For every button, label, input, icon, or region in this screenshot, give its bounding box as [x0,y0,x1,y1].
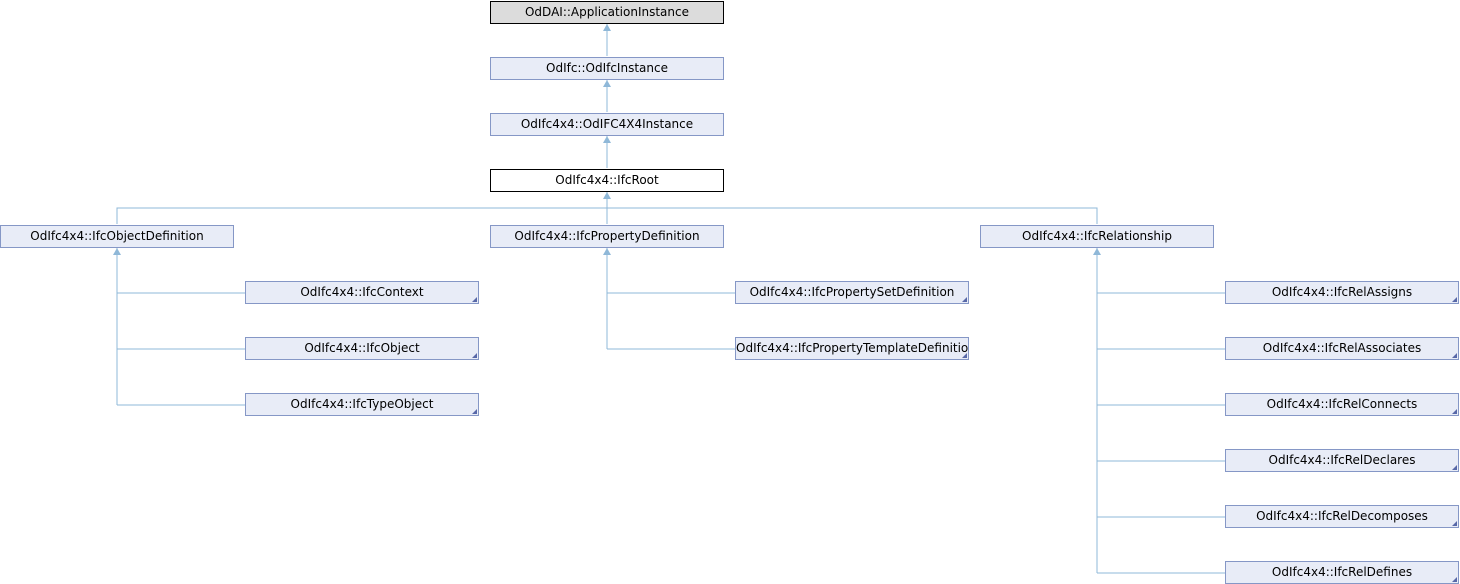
arrowhead-4x4instance [603,136,611,143]
node-ifc-rel-defines[interactable]: OdIfc4x4::IfcRelDefines [1225,561,1459,584]
arrowhead-instance [603,80,611,87]
node-label: OdIfc4x4::IfcTypeObject [290,397,434,411]
node-ifc-rel-associates[interactable]: OdIfc4x4::IfcRelAssociates [1225,337,1459,360]
node-label: OdIfc4x4::IfcRelationship [1022,229,1172,243]
node-label: OdIfc4x4::IfcObject [304,341,420,355]
expand-corner-icon [1452,521,1457,526]
node-ifc-type-object[interactable]: OdIfc4x4::IfcTypeObject [245,393,479,416]
node-ifc-property-template-definition[interactable]: OdIfc4x4::IfcPropertyTemplateDefinition [735,337,969,360]
node-label: OdIfc4x4::IfcRoot [555,173,659,187]
expand-corner-icon [472,409,477,414]
node-ifc-root: OdIfc4x4::IfcRoot [490,169,724,192]
node-odifc-instance[interactable]: OdIfc::OdIfcInstance [490,57,724,80]
arrowhead-propdef [603,248,611,255]
node-ifc-object-definition[interactable]: OdIfc4x4::IfcObjectDefinition [0,225,234,248]
arrowhead-rel [1093,248,1101,255]
arrowhead-objdef [113,248,121,255]
node-odifc4x4-instance[interactable]: OdIfc4x4::OdIFC4X4Instance [490,113,724,136]
node-ifc-rel-assigns[interactable]: OdIfc4x4::IfcRelAssigns [1225,281,1459,304]
expand-corner-icon [1452,577,1457,582]
node-ifc-rel-connects[interactable]: OdIfc4x4::IfcRelConnects [1225,393,1459,416]
node-ifc-property-set-definition[interactable]: OdIfc4x4::IfcPropertySetDefinition [735,281,969,304]
expand-corner-icon [1452,353,1457,358]
expand-corner-icon [1452,465,1457,470]
node-label: OdIfc::OdIfcInstance [546,61,668,75]
node-label: OdIfc4x4::IfcObjectDefinition [30,229,204,243]
arrowhead-root [603,192,611,199]
node-ifc-property-definition[interactable]: OdIfc4x4::IfcPropertyDefinition [490,225,724,248]
expand-corner-icon [472,353,477,358]
expand-corner-icon [472,297,477,302]
node-label: OdIfc4x4::IfcRelAssociates [1262,341,1422,355]
node-ifc-context[interactable]: OdIfc4x4::IfcContext [245,281,479,304]
arrowhead-appinstance [603,24,611,31]
node-label: OdIfc4x4::IfcRelConnects [1266,397,1418,411]
node-label: OdIfc4x4::IfcRelAssigns [1271,285,1413,299]
node-label: OdIfc4x4::IfcContext [300,285,424,299]
node-label: OdIfc4x4::IfcRelDefines [1271,565,1413,579]
node-label: OdIfc4x4::IfcPropertyTemplateDefinition [736,341,969,355]
node-ifc-relationship[interactable]: OdIfc4x4::IfcRelationship [980,225,1214,248]
node-label: OdIfc4x4::IfcPropertyDefinition [514,229,700,243]
node-label: OdIfc4x4::IfcPropertySetDefinition [749,285,955,299]
node-ifc-object[interactable]: OdIfc4x4::IfcObject [245,337,479,360]
expand-corner-icon [962,297,967,302]
node-label: OdIfc4x4::IfcRelDeclares [1268,453,1416,467]
expand-corner-icon [962,353,967,358]
node-label: OdIfc4x4::IfcRelDecomposes [1256,509,1428,523]
node-ifc-rel-declares[interactable]: OdIfc4x4::IfcRelDeclares [1225,449,1459,472]
node-application-instance: OdDAI::ApplicationInstance [490,1,724,24]
node-ifc-rel-decomposes[interactable]: OdIfc4x4::IfcRelDecomposes [1225,505,1459,528]
node-label: OdIfc4x4::OdIFC4X4Instance [520,117,694,131]
expand-corner-icon [1452,297,1457,302]
expand-corner-icon [1452,409,1457,414]
node-label: OdDAI::ApplicationInstance [524,5,689,19]
